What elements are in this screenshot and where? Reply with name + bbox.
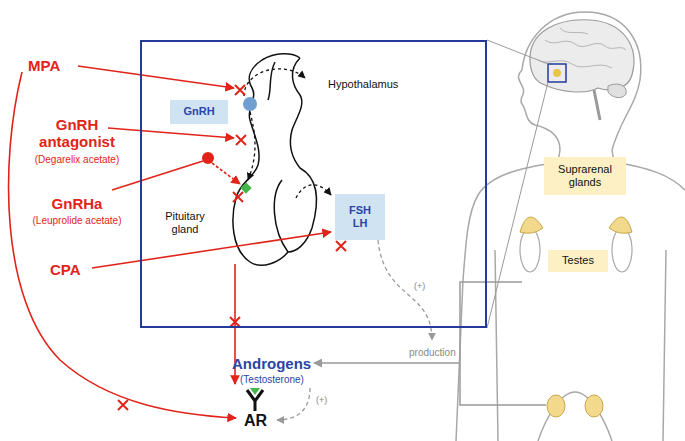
node-label: GnRH bbox=[183, 105, 214, 118]
drug-detail: (Degarelix acetate) bbox=[17, 154, 137, 165]
drug-name: MPA bbox=[28, 58, 60, 75]
drug-lines bbox=[9, 66, 331, 418]
kidney bbox=[612, 228, 632, 272]
head-outline bbox=[518, 12, 640, 150]
production-arrow bbox=[314, 362, 460, 364]
leg-line bbox=[538, 392, 612, 441]
brain-folds bbox=[538, 28, 626, 68]
adrenal-gland bbox=[609, 217, 632, 233]
brain-stem bbox=[594, 90, 600, 120]
drug-name: GnRH antagonist bbox=[22, 117, 132, 150]
kidney bbox=[520, 228, 540, 272]
stimulation-arrow bbox=[378, 240, 432, 340]
organ-label-box: Testes bbox=[548, 250, 608, 272]
node-label: Hypothalamus bbox=[328, 78, 398, 91]
receptor-name: AR bbox=[244, 412, 267, 430]
node-label: Pituitary gland bbox=[154, 210, 216, 236]
node-label: Testes bbox=[562, 254, 594, 267]
testis bbox=[547, 395, 565, 417]
testis bbox=[585, 395, 603, 417]
gnrha-molecule bbox=[202, 152, 214, 164]
adrenal-gland bbox=[520, 217, 543, 233]
dashed-arrow bbox=[296, 185, 331, 198]
node-label: FSH LH bbox=[345, 204, 375, 230]
process-label: production bbox=[409, 347, 456, 358]
effect-sign: (+) bbox=[316, 396, 327, 406]
drug-name: GnRHa bbox=[22, 196, 132, 213]
gnrh-molecule bbox=[243, 97, 257, 111]
zoom-line bbox=[487, 40, 548, 64]
dashed-arrow bbox=[248, 112, 255, 180]
zoom-line bbox=[487, 82, 548, 328]
pituitary-spot bbox=[553, 69, 561, 77]
arm-line bbox=[495, 250, 498, 441]
hypothalamus-pituitary bbox=[233, 54, 317, 266]
hormone-box: FSH LH bbox=[335, 194, 385, 240]
human-silhouette bbox=[456, 12, 685, 441]
arm-line bbox=[663, 250, 666, 441]
hormone-box: GnRH bbox=[170, 100, 228, 124]
dashed-arrow bbox=[244, 69, 305, 96]
organ-label-box: Suprarenal glands bbox=[544, 157, 626, 195]
hormone-detail: (Testosterone) bbox=[240, 374, 304, 385]
zoom-frame: HypothalamusPituitary gland GnRH FSH LH bbox=[140, 40, 487, 328]
receptor-ligand bbox=[250, 388, 260, 395]
effect-sign: (+) bbox=[414, 282, 425, 292]
brain bbox=[530, 20, 634, 92]
drug-detail: (Leuprolide acetate) bbox=[17, 215, 137, 226]
zoom-square bbox=[548, 64, 566, 82]
hormone-name: Androgens bbox=[232, 356, 311, 373]
node-label: Suprarenal glands bbox=[546, 163, 624, 189]
stimulation-arrow bbox=[277, 388, 310, 420]
drug-name: CPA bbox=[50, 262, 81, 279]
cerebellum bbox=[608, 84, 626, 98]
block-marks bbox=[118, 85, 346, 410]
bracket bbox=[460, 282, 546, 405]
